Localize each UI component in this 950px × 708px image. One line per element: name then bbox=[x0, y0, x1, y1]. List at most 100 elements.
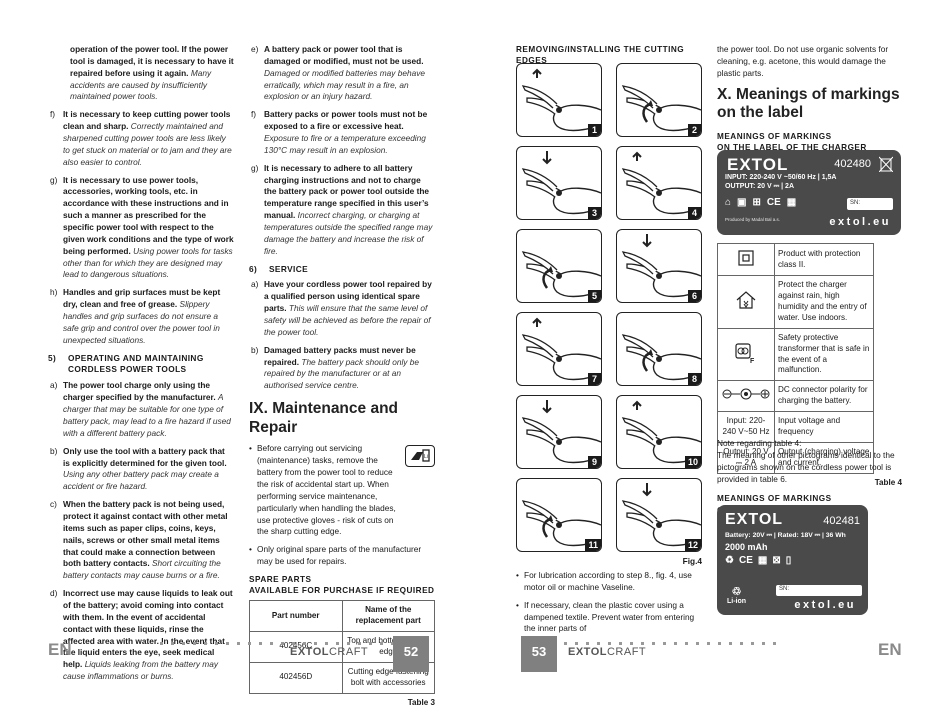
charger-label: EXTOL 402480 INPUT: 220-240 V ~50/60 Hz … bbox=[717, 150, 901, 235]
lubrication-text: For lubrication according to step 8., fi… bbox=[516, 570, 702, 641]
pruner-illustration bbox=[521, 317, 601, 381]
figure-step-number: 4 bbox=[688, 207, 701, 219]
battery-liion-icon: ♲ Li-ion bbox=[727, 586, 747, 605]
item-italic-text: A charger that may be suitable for one t… bbox=[63, 392, 231, 438]
transformer-icon: F bbox=[735, 342, 755, 365]
item-letter: g) bbox=[251, 162, 259, 173]
figure-step-number: 1 bbox=[588, 124, 601, 136]
charger-web: extol.eu bbox=[829, 216, 891, 228]
table-row: Protect the charger against rain, high h… bbox=[717, 275, 874, 329]
figure-step-number: 3 bbox=[588, 207, 601, 219]
item-bold-text: Incorrect use may cause liquids to leak … bbox=[63, 588, 233, 670]
battery-sn-box: SN: bbox=[776, 585, 862, 596]
table-row: 402456C Top and bottom cutting edge bbox=[249, 630, 435, 663]
section-6-heading: 6) SERVICE bbox=[249, 263, 309, 274]
item-italic-text: Exposure to fire or a temperature exceed… bbox=[264, 133, 426, 155]
class2-icon: ▣ bbox=[737, 197, 747, 208]
item-letter: f) bbox=[251, 109, 257, 120]
fig4-caption: Fig.4 bbox=[682, 556, 702, 566]
battery-label: EXTOL 402481 Battery: 20V ⎓ | Rated: 18V… bbox=[717, 505, 868, 615]
left-column: operation of the power tool. If the powe… bbox=[48, 44, 234, 689]
battery-brand: EXTOL bbox=[725, 511, 784, 528]
battery-removal-icon: Li bbox=[405, 445, 435, 468]
battery-symbols: ♻ CE ▦ ⊠ ▯ bbox=[725, 555, 791, 566]
svg-text:F: F bbox=[750, 358, 755, 364]
charger-code: 402480 bbox=[834, 158, 871, 170]
maintenance-bullet: Before carrying out servicing (maintenan… bbox=[249, 443, 435, 538]
item-letter: a) bbox=[50, 380, 58, 391]
list-item: b)Damaged battery packs must never be re… bbox=[249, 345, 435, 392]
charger-output: OUTPUT: 20 V ⎓ | 2A bbox=[725, 183, 795, 190]
item-bold-text: Battery packs or power tools must not be… bbox=[264, 109, 428, 132]
brand-logo-right: EXTOLCRAFT bbox=[568, 646, 647, 658]
item-bold-text: It is necessary to adhere to all battery… bbox=[264, 162, 430, 221]
figure-step-number: 9 bbox=[588, 456, 601, 468]
figure-step: 9 bbox=[516, 395, 602, 469]
markings-table: Product with protection class II. Protec… bbox=[717, 243, 874, 474]
figure-step: 4 bbox=[616, 146, 702, 220]
house-rain-icon bbox=[736, 291, 756, 309]
ce-icon: CE bbox=[738, 555, 753, 566]
table-row: DC connector polarity for charging the b… bbox=[717, 380, 874, 413]
table-3-caption: Table 3 bbox=[407, 697, 435, 707]
charger-symbols: ⌂ ▣ ⊞ CE ▦ bbox=[725, 197, 796, 208]
ukca-icon: ▦ bbox=[786, 197, 797, 208]
cutting-edges-title: REMOVING/INSTALLING THE CUTTING EDGES bbox=[516, 45, 685, 66]
item-bold-text: Damaged battery packs must never be repa… bbox=[264, 344, 416, 367]
item-bold-text: When the battery pack is not being used,… bbox=[63, 499, 228, 569]
markings-heading: X. Meanings of markings on the label bbox=[717, 85, 900, 122]
ukca-icon: ▦ bbox=[757, 555, 768, 566]
figure-step: 7 bbox=[516, 312, 602, 386]
figure-step: 3 bbox=[516, 146, 602, 220]
item-letter: e) bbox=[251, 44, 259, 54]
polarity-icon bbox=[722, 388, 770, 400]
item-letter: c) bbox=[50, 499, 57, 510]
language-code-right: EN bbox=[878, 640, 902, 659]
charger-input: INPUT: 220-240 V ~50/60 Hz | 1,5A bbox=[725, 174, 837, 181]
figure-step-number: 2 bbox=[688, 124, 701, 136]
item-letter: d) bbox=[50, 588, 58, 599]
temperature-icon: ▯ bbox=[785, 555, 792, 566]
footer-dots-left bbox=[160, 642, 394, 645]
list-item: b)Only use the tool with a battery pack … bbox=[48, 446, 234, 493]
charger-brand: EXTOL bbox=[727, 155, 789, 174]
list-item: g) It is necessary to adhere to all batte… bbox=[249, 163, 435, 258]
table-row: Output: 20 V ⎓ 2 A Output (charging) vol… bbox=[717, 442, 874, 474]
figure-step: 5 bbox=[516, 229, 602, 303]
figure-step: 10 bbox=[616, 395, 702, 469]
figure-step-number: 6 bbox=[688, 290, 701, 302]
item-italic-text: Using any other battery pack may create … bbox=[63, 469, 219, 492]
figure-step: 8 bbox=[616, 312, 702, 386]
figure-step-number: 10 bbox=[684, 456, 701, 468]
figure-step: 1 bbox=[516, 63, 602, 137]
list-item: c) When the battery pack is not being use… bbox=[48, 499, 234, 582]
recycle-icon: ♻ bbox=[725, 555, 734, 566]
figure-step: 12 bbox=[616, 478, 702, 552]
list-item: a)Have your cordless power tool repaired… bbox=[249, 279, 435, 338]
table-4-note: Note regarding table 4: The meaning of o… bbox=[717, 438, 903, 516]
battery-code: 402481 bbox=[823, 515, 860, 527]
item-italic-text: This will ensure that the same level of … bbox=[264, 303, 431, 337]
indoor-icon: ⌂ bbox=[725, 197, 732, 208]
transformer-icon: ⊞ bbox=[752, 197, 761, 208]
table-4-wrap: Product with protection class II. Protec… bbox=[717, 243, 902, 488]
charger-label-title: MEANINGS OF MARKINGS ON THE LABEL OF THE… bbox=[717, 131, 867, 152]
figure-step-number: 8 bbox=[688, 373, 701, 385]
figures-column: REMOVING/INSTALLING THE CUTTING EDGES bbox=[516, 44, 702, 66]
item-italic-text: Damaged or modified batteries may behave… bbox=[264, 67, 425, 102]
battery-web: extol.eu bbox=[794, 599, 856, 611]
battery-capacity: 2000 mAh bbox=[725, 542, 768, 552]
table-4-caption: Table 4 bbox=[874, 477, 902, 487]
figure-step-number: 11 bbox=[585, 539, 601, 551]
item-italic-text: Correctly maintained and sharpened cutti… bbox=[63, 121, 232, 167]
figure-step-number: 7 bbox=[588, 373, 601, 385]
list-item: d) Incorrect use may cause liquids to lea… bbox=[48, 588, 234, 683]
item-letter: b) bbox=[50, 445, 58, 456]
table-header: Part number bbox=[249, 600, 343, 632]
cleaning-continuation: the power tool. Do not use organic solve… bbox=[717, 44, 889, 78]
figure-step-number: 12 bbox=[684, 539, 701, 551]
bin-icon bbox=[878, 156, 894, 173]
item-letter: f) bbox=[50, 109, 56, 120]
spare-parts-bullet: Only original spare parts of the manufac… bbox=[249, 544, 435, 568]
